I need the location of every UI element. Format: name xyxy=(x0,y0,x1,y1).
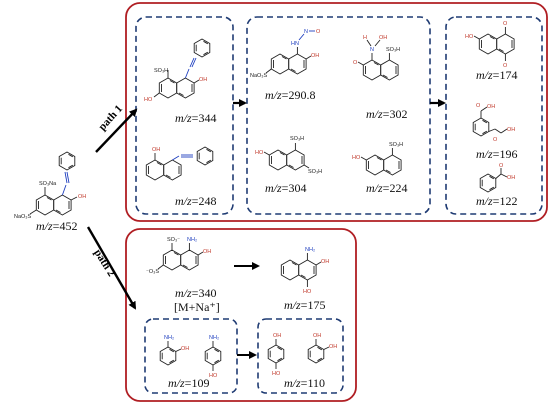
box-1c xyxy=(445,16,543,215)
mz-174: m/z=174 xyxy=(476,68,517,82)
molecule-196: OH O O OH xyxy=(472,103,515,143)
svg-text:OH: OH xyxy=(379,35,387,41)
svg-text:O: O xyxy=(499,163,504,169)
mz-344: m/z=344 xyxy=(175,111,216,125)
mz-109: m/z=109 xyxy=(168,376,209,390)
path1-label: path 1 xyxy=(96,103,125,133)
svg-text:N: N xyxy=(304,29,308,35)
svg-text:OH: OH xyxy=(152,147,160,153)
box-1b xyxy=(246,16,431,215)
svg-text:OH: OH xyxy=(311,53,319,59)
svg-text:⁻O₃S: ⁻O₃S xyxy=(146,269,159,275)
molecule-248: OH xyxy=(145,146,214,181)
svg-text:SO₃H: SO₃H xyxy=(389,142,403,148)
svg-text:NH₂: NH₂ xyxy=(209,335,219,341)
box-2b-hydroxyphenols xyxy=(257,318,344,394)
svg-text:O: O xyxy=(503,63,508,69)
molecule-2-aminophenol: NH₂ OH xyxy=(159,335,189,366)
mz-340: m/z=340 xyxy=(175,286,216,300)
svg-text:OH: OH xyxy=(507,175,515,181)
box-1a xyxy=(135,16,234,215)
svg-text:OH: OH xyxy=(487,104,495,110)
svg-text:OH: OH xyxy=(273,333,281,339)
svg-text:HO: HO xyxy=(209,373,218,379)
mz-248: m/z=248 xyxy=(175,194,216,208)
molecule-344: SO₃H HO OH xyxy=(144,38,211,103)
svg-text:HO: HO xyxy=(465,34,474,40)
svg-text:NH₂: NH₂ xyxy=(305,247,315,253)
molecule-302: O N H OH SO₃H xyxy=(353,35,400,81)
svg-text:NaO₃S: NaO₃S xyxy=(250,73,268,79)
mz-304: m/z=304 xyxy=(265,181,306,195)
svg-text:SO₃H: SO₃H xyxy=(308,169,322,175)
svg-text:OH: OH xyxy=(181,346,189,352)
svg-text:HO: HO xyxy=(352,155,361,161)
svg-text:OH: OH xyxy=(199,77,207,83)
svg-text:OH: OH xyxy=(507,127,515,133)
start-molecule: SO₃Na NaO₃S OH xyxy=(14,151,86,220)
svg-text:SO₃⁻: SO₃⁻ xyxy=(167,237,180,243)
mz-224: m/z=224 xyxy=(366,181,407,195)
svg-text:O: O xyxy=(503,21,508,27)
start-mz-label: m/z=452 xyxy=(36,219,77,233)
svg-text:OH: OH xyxy=(321,259,329,265)
mz-196: m/z=196 xyxy=(476,147,517,161)
svg-text:NaO₃S: NaO₃S xyxy=(14,214,32,220)
molecule-4-aminophenol: NH₂ HO xyxy=(204,335,222,379)
path2-label: path 2 xyxy=(91,247,117,279)
molecule-290-8: NaO₃S OH HN N O xyxy=(250,29,321,79)
adduct-label: [M+Na⁺] xyxy=(174,300,220,314)
path2-product-group xyxy=(125,228,357,402)
molecule-175: NH₂ OH HO xyxy=(280,247,329,295)
path1-product-group xyxy=(125,2,548,222)
svg-text:O: O xyxy=(493,137,498,143)
svg-text:SO₃H: SO₃H xyxy=(154,68,168,74)
svg-text:HN: HN xyxy=(291,41,299,47)
mz-110: m/z=110 xyxy=(284,376,325,390)
molecule-340: SO₃⁻ ⁻O₃S NH₂ OH xyxy=(146,237,211,275)
svg-text:O: O xyxy=(353,60,358,66)
svg-text:NH₂: NH₂ xyxy=(187,237,197,243)
svg-text:SO₃H: SO₃H xyxy=(386,47,400,53)
svg-text:HO: HO xyxy=(272,371,281,377)
mz-122: m/z=122 xyxy=(476,194,517,208)
svg-text:HO: HO xyxy=(144,97,153,103)
molecule-174: HO O O xyxy=(465,21,515,69)
svg-text:O: O xyxy=(316,29,321,35)
svg-text:O: O xyxy=(476,103,481,109)
mz-290-8: m/z=290.8 xyxy=(265,88,315,102)
molecule-304: HO SO₃H SO₃H xyxy=(255,136,322,175)
molecule-224: HO SO₃H xyxy=(352,142,403,176)
molecule-122: O OH xyxy=(479,163,515,193)
mz-175: m/z=175 xyxy=(284,298,325,312)
svg-text:N: N xyxy=(370,47,374,53)
svg-text:OH: OH xyxy=(203,249,211,255)
path2-arrow xyxy=(86,226,137,310)
svg-text:SO₃H: SO₃H xyxy=(290,136,304,142)
svg-text:OH: OH xyxy=(313,333,321,339)
svg-text:OH: OH xyxy=(329,344,337,350)
svg-text:OH: OH xyxy=(78,194,86,200)
mz-302: m/z=302 xyxy=(366,107,407,121)
molecule-catechol: OH OH xyxy=(307,333,337,364)
svg-text:SO₃Na: SO₃Na xyxy=(39,181,57,187)
molecule-hydroquinone: OH HO xyxy=(267,333,285,377)
svg-text:H: H xyxy=(363,35,367,41)
path1-arrow xyxy=(95,108,138,153)
svg-text:HO: HO xyxy=(255,150,264,156)
svg-text:HO: HO xyxy=(303,289,312,295)
svg-text:NH₂: NH₂ xyxy=(164,335,174,341)
